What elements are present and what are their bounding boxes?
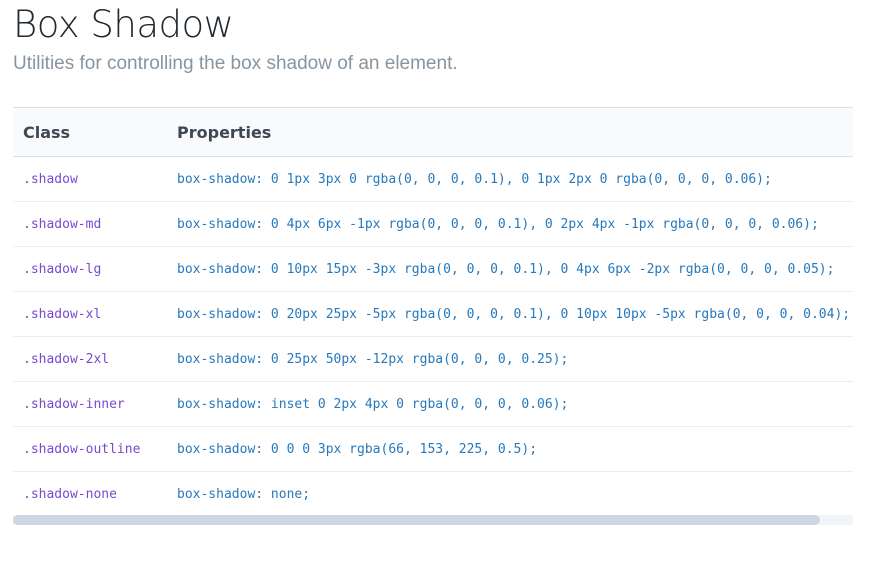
table-row: .shadow-none box-shadow: none; xyxy=(13,472,853,517)
properties-cell: box-shadow: 0 25px 50px -12px rgba(0, 0,… xyxy=(177,351,569,367)
properties-cell: box-shadow: 0 4px 6px -1px rgba(0, 0, 0,… xyxy=(177,216,819,232)
column-header-properties: Properties xyxy=(177,122,272,142)
class-name-cell: .shadow-2xl xyxy=(23,351,110,367)
properties-cell: box-shadow: none; xyxy=(177,486,311,502)
table-scroll-container[interactable]: Class Properties .shadow box-shadow: 0 1… xyxy=(13,107,853,527)
properties-cell: box-shadow: 0 20px 25px -5px rgba(0, 0, … xyxy=(177,306,851,322)
class-name-cell: .shadow-lg xyxy=(23,261,102,277)
properties-cell: box-shadow: 0 10px 15px -3px rgba(0, 0, … xyxy=(177,261,835,277)
class-name-cell: .shadow-md xyxy=(23,216,102,232)
table-row: .shadow-xl box-shadow: 0 20px 25px -5px … xyxy=(13,292,853,337)
properties-cell: box-shadow: 0 1px 3px 0 rgba(0, 0, 0, 0.… xyxy=(177,171,772,187)
table-row: .shadow-inner box-shadow: inset 0 2px 4p… xyxy=(13,382,853,427)
table-row: .shadow-outline box-shadow: 0 0 0 3px rg… xyxy=(13,427,853,472)
table-row: .shadow-2xl box-shadow: 0 25px 50px -12p… xyxy=(13,337,853,382)
table-row: .shadow-md box-shadow: 0 4px 6px -1px rg… xyxy=(13,202,853,247)
properties-cell: box-shadow: inset 0 2px 4px 0 rgba(0, 0,… xyxy=(177,396,569,412)
table-row: .shadow box-shadow: 0 1px 3px 0 rgba(0, … xyxy=(13,157,853,202)
horizontal-scrollbar[interactable] xyxy=(13,515,853,525)
column-header-class: Class xyxy=(23,122,71,142)
utilities-table: Class Properties .shadow box-shadow: 0 1… xyxy=(13,107,853,517)
page-title: Box Shadow xyxy=(13,3,234,46)
class-name-cell: .shadow-xl xyxy=(23,306,102,322)
class-name-cell: .shadow-none xyxy=(23,486,117,502)
page: Box Shadow Utilities for controlling the… xyxy=(13,0,853,525)
table-row: .shadow-lg box-shadow: 0 10px 15px -3px … xyxy=(13,247,853,292)
properties-cell: box-shadow: 0 0 0 3px rgba(66, 153, 225,… xyxy=(177,441,538,457)
class-name-cell: .shadow-inner xyxy=(23,396,125,412)
class-name-cell: .shadow-outline xyxy=(23,441,141,457)
class-name-cell: .shadow xyxy=(23,171,78,187)
page-subtitle: Utilities for controlling the box shadow… xyxy=(13,53,458,74)
scrollbar-thumb[interactable] xyxy=(13,515,820,525)
table-header-row: Class Properties xyxy=(13,107,853,157)
